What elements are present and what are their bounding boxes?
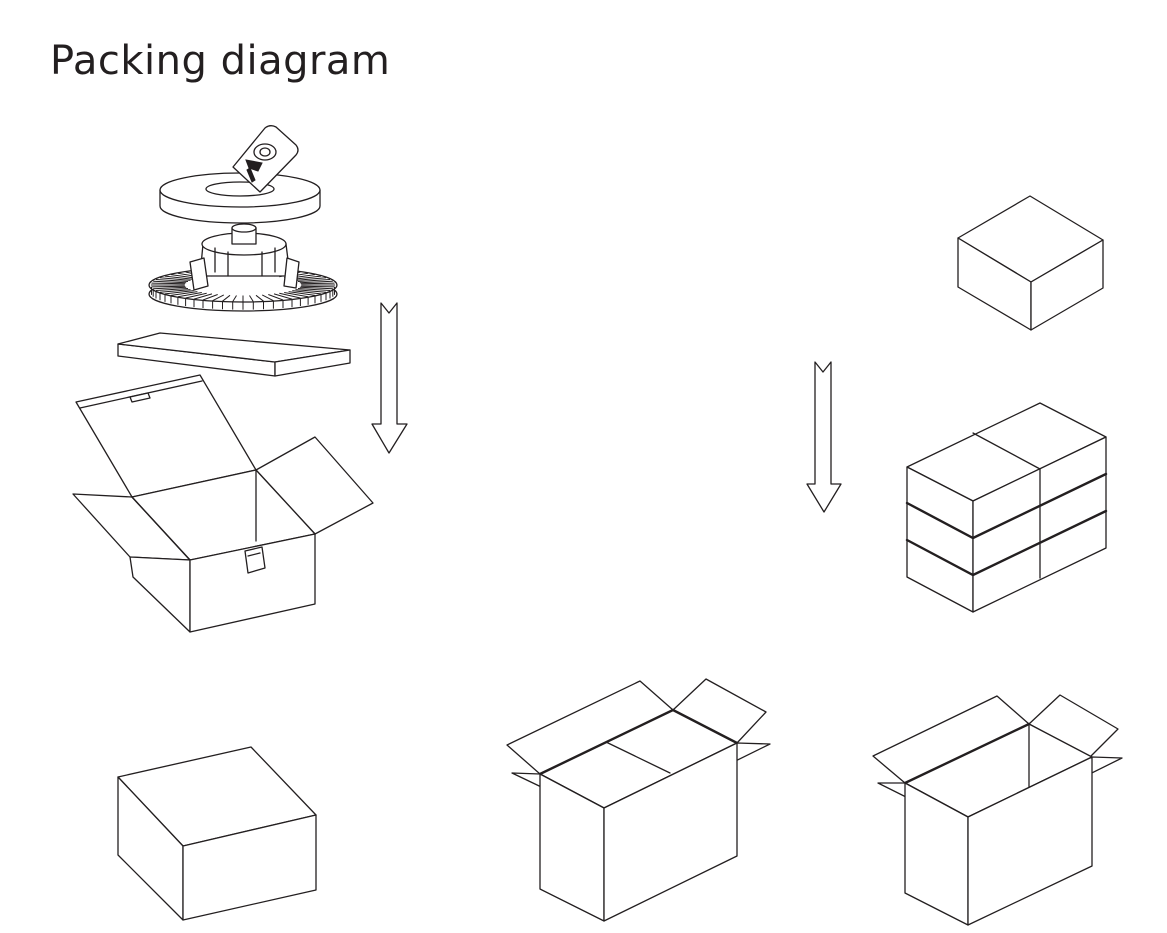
heat-sink-fin — [255, 294, 264, 302]
heat-sink-fin — [299, 280, 333, 284]
stacked-inner-boxes — [905, 402, 1108, 613]
heat-sink-fin — [284, 292, 309, 298]
heat-sink-fin — [185, 292, 207, 299]
heat-sink-fin — [268, 294, 284, 301]
single-inner-box — [957, 195, 1104, 331]
foam-ring — [159, 172, 321, 224]
master-carton-single — [872, 694, 1123, 926]
heat-sink-fin — [297, 279, 331, 282]
heat-sink-fin — [261, 294, 274, 302]
down-arrow — [371, 302, 408, 454]
heat-sink-fin — [155, 279, 189, 282]
heat-sink-fin — [177, 292, 202, 298]
heat-sink-fin — [273, 293, 293, 300]
heat-sink-fin — [232, 295, 237, 302]
led-high-bay-fixture — [148, 223, 338, 312]
heat-sink-fin — [279, 292, 301, 299]
heat-sink-fin — [295, 277, 327, 281]
foam-pad — [117, 332, 351, 377]
inner-box-closed — [117, 746, 317, 921]
down-arrow — [806, 361, 842, 513]
heat-sink-fin — [212, 294, 225, 302]
heat-sink-fin — [153, 280, 187, 284]
page-title: Packing diagram — [50, 38, 391, 84]
heat-sink-fin — [202, 294, 218, 301]
heat-sink-fin — [170, 291, 198, 296]
heat-sink-fin — [193, 293, 213, 300]
heat-sink-fin — [151, 282, 186, 285]
heat-sink-fin — [164, 290, 194, 295]
heat-sink-fin — [300, 282, 335, 285]
heat-sink-fin — [299, 286, 333, 290]
heat-sink-fin — [295, 289, 327, 293]
heat-sink-fin — [288, 291, 316, 296]
heat-sink-fin — [155, 288, 189, 291]
heat-sink-fin — [151, 285, 186, 288]
heat-sink-fin — [300, 285, 335, 288]
inner-box-open — [72, 374, 374, 633]
master-carton-double — [506, 678, 771, 922]
accessory-bag — [232, 125, 299, 193]
heat-sink-fin — [292, 290, 322, 295]
heat-sink-fin — [222, 294, 231, 302]
heat-sink-fin — [153, 286, 187, 290]
heat-sink-fin — [159, 289, 191, 293]
heat-sink-fin — [249, 295, 254, 302]
heat-sink-fin — [164, 275, 194, 280]
heat-sink-fin — [159, 277, 191, 281]
heat-sink-fin — [297, 288, 331, 291]
